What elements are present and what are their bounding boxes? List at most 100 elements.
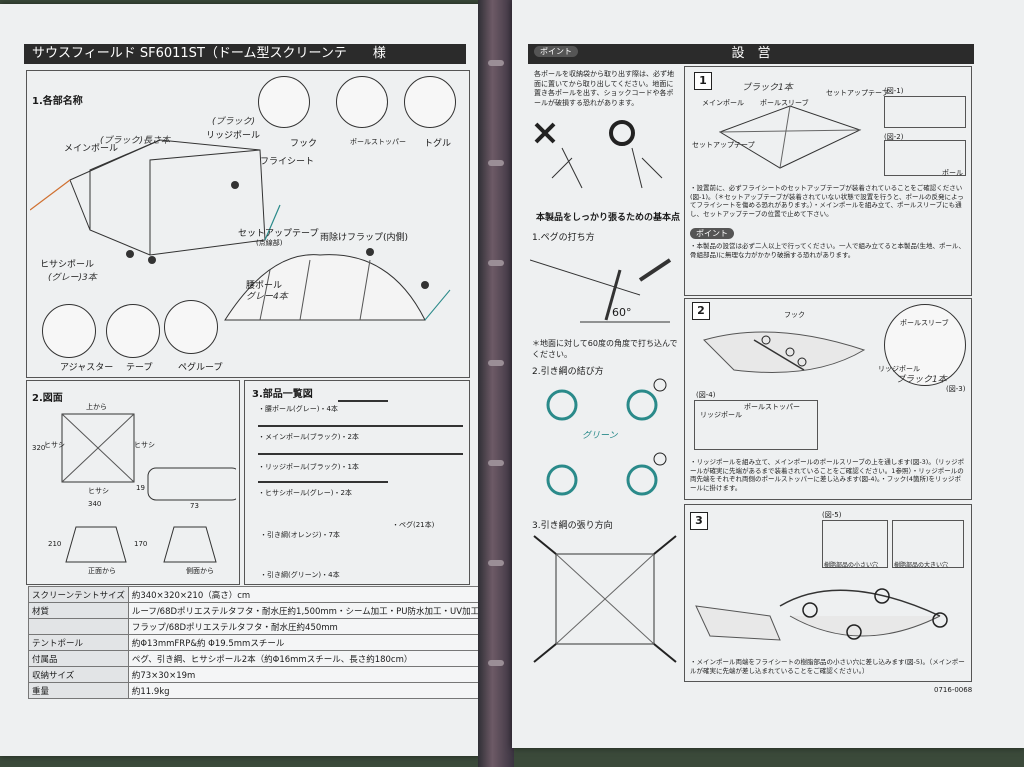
section-parts-box	[26, 70, 470, 378]
table-row: テントポール約Φ13mmFRP&約 Φ19.5mmスチール	[28, 634, 484, 651]
section3-heading: 3.部品一覧図	[252, 389, 313, 400]
drawing-width: 340	[88, 500, 102, 508]
step3-text: ・メインポール両端をフライシートの樹脂部品の小さい穴に差し込みます(図-5)。（…	[690, 658, 965, 675]
table-row: 収納サイズ約73×30×19m	[28, 666, 484, 683]
rope-direction-heading: 3.引き綱の張り方向	[532, 521, 613, 531]
fig2-pole-label: ポール	[942, 169, 963, 177]
label-toggle: トグル	[424, 139, 452, 149]
label-tape: テープ	[126, 363, 153, 373]
step1-text: ・設置前に、必ずフライシートのセットアップテープが装着されていることをご確認くだ…	[690, 184, 964, 218]
binder-ring	[488, 560, 504, 566]
spec-key: 材質	[28, 602, 129, 619]
spec-value: ルーフ/68Dポリエステルタフタ・耐水圧約1,500mm・シーム加工・PU防水加…	[127, 602, 484, 619]
parts-list-item: ・ペグ(21本)	[392, 521, 435, 529]
label-hook: フック	[290, 139, 318, 149]
table-row: 付属品ペグ、引き綱、ヒサシポール2本（約Φ16mmスチール、長さ約180cm）	[28, 650, 484, 667]
label-main-pole: メインポール	[64, 144, 119, 154]
spec-key: 重量	[28, 682, 129, 699]
spec-value: フラップ/68Dポリエステルタフタ・耐水圧約450mm	[127, 618, 484, 635]
handwriting-black-ridge: (ブラック)	[212, 117, 256, 127]
parts-list-item: ・リッジポール(ブラック)・1本	[258, 463, 359, 471]
peg-angle-diagram	[530, 258, 672, 323]
spec-key: テントポール	[28, 634, 129, 651]
fig3-label: (図-3)	[946, 385, 966, 393]
step2-diagram	[703, 331, 866, 373]
table-row: 材質ルーフ/68Dポリエステルタフタ・耐水圧約1,500mm・シーム加工・PU防…	[28, 602, 484, 619]
peg-step-1: 1.ペグの打ち方	[532, 233, 595, 243]
table-row: 重量約11.9kg	[28, 682, 484, 699]
spec-value: 約340×320×210（高さ）cm	[127, 586, 484, 603]
rope-knot-diagram	[546, 378, 667, 496]
fig2-box	[884, 140, 966, 176]
label-skirt-pole: 腰ポール	[246, 281, 283, 291]
fig1-box	[884, 96, 966, 128]
step1-number: 1	[694, 72, 712, 90]
point-badge: ポイント	[534, 46, 578, 57]
section-drawing-box	[26, 380, 240, 585]
label-adjuster: アジャスター	[60, 363, 114, 373]
drawing-bottom-label: ヒサシ	[88, 487, 109, 495]
handwriting-grey-eave: (グレー)3本	[48, 273, 97, 283]
step2-hook-label: フック	[784, 311, 805, 319]
binder-spine	[478, 0, 514, 767]
spec-table: スクリーンテントサイズ約340×320×210（高さ）cm 材質ルーフ/68Dポ…	[28, 586, 484, 699]
parts-list-item: ・ヒサシポール(グレー)・2本	[258, 489, 352, 497]
step3-box	[684, 504, 972, 682]
spec-value: 約Φ13mmFRP&約 Φ19.5mmスチール	[127, 634, 484, 651]
label-setup-tape: セットアップテープ	[238, 229, 319, 239]
point-text: 各ポールを収納袋から取り出す際は、必ず地面に置いてから取り出してください。地面に…	[534, 70, 674, 107]
drawing-height: 210	[48, 540, 62, 548]
drawing-right-label: ヒサシ	[134, 441, 155, 449]
step1-box	[684, 66, 972, 296]
spec-key: 付属品	[28, 650, 129, 667]
label-ridge-pole: リッジポール	[206, 131, 261, 141]
handwriting-black-main: (ブラック)長さ本	[100, 136, 171, 146]
floor-plan-diagram	[61, 413, 236, 563]
binder-ring	[488, 160, 504, 166]
binder-ring	[488, 460, 504, 466]
parts-list-item: ・引き綱(オレンジ)・7本	[260, 531, 340, 539]
fig5-label: (図-5)	[822, 511, 842, 519]
drawing-depth: 320	[32, 444, 46, 452]
spec-key: スクリーンテントサイズ	[28, 586, 129, 603]
rope-direction-diagram	[533, 535, 677, 663]
step1-point: ・本製品の設営は必ず二人以上で行ってください。一人で組み立てると本製品(生地、ポ…	[690, 242, 966, 259]
step1-label: セットアップテープ	[692, 141, 755, 149]
step2-detail-circle	[884, 304, 966, 386]
step3-number: 3	[690, 512, 708, 530]
step2-text: ・リッジポールを組み立て、メインポールのポールスリーブの上を通します(図-3)。…	[690, 458, 965, 492]
section2-heading: 2.図面	[32, 393, 63, 404]
section1-heading: 1.各部名称	[32, 96, 83, 107]
handwriting-black-step1: ブラック1本	[742, 83, 793, 93]
fig4-box	[694, 400, 818, 450]
handwriting-black-step2: ブラック1本	[896, 375, 947, 385]
adjuster-detail-circle	[42, 304, 96, 358]
step1-label: ポールスリーブ	[760, 99, 809, 107]
label-fly-sheet: フライシート	[260, 157, 315, 167]
peg-loop-detail-circle	[164, 300, 218, 354]
fig5-box-small	[822, 520, 888, 568]
toggle-detail-circle	[404, 76, 456, 128]
point-badge-2: ポイント	[690, 228, 734, 239]
section-parts-list-box	[244, 380, 470, 585]
spec-key	[28, 618, 129, 635]
parts-list-item: ・メインポール(ブラック)・2本	[258, 433, 359, 441]
handwriting-green: グリーン	[582, 431, 618, 441]
binder-ring	[488, 60, 504, 66]
label-pole-stopper: ポールストッパー	[350, 138, 406, 146]
fig4-ridge-pole: リッジポール	[700, 411, 742, 419]
spec-value: 約11.9kg	[127, 682, 484, 699]
binder-ring	[488, 360, 504, 366]
step1-diagram	[718, 105, 862, 169]
step1-label: セットアップテープ	[826, 89, 889, 97]
fig5-large-hole: 樹脂部品の大きい穴	[894, 562, 949, 569]
drawing-left-label: ヒサシ	[44, 441, 65, 449]
step2-box	[684, 298, 972, 500]
fig1-label: (図-1)	[884, 87, 904, 95]
bag-height: 19	[136, 484, 145, 492]
spec-key: 収納サイズ	[28, 666, 129, 683]
step3-diagram	[695, 588, 948, 641]
table-row: フラップ/68Dポリエステルタフタ・耐水圧約450mm	[28, 618, 484, 635]
fig4-pole-stopper: ポールストッパー	[744, 403, 800, 411]
tent-diagram	[30, 139, 451, 321]
